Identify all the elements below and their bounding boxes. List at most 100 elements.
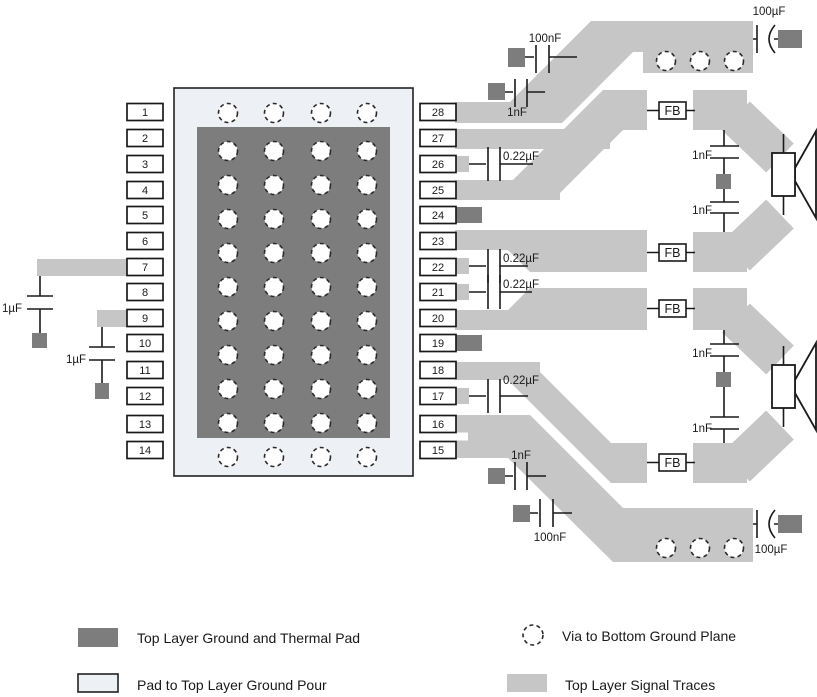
cap-value: 0.22µF (503, 375, 539, 387)
pin-label: 27 (432, 133, 444, 145)
pin-box: 7 (126, 257, 164, 277)
cap-value: 1µF (66, 354, 86, 366)
trace-supply-bottom (455, 415, 753, 562)
pin-rect (419, 414, 457, 434)
legend-item-via-bottom-ground: Via to Bottom Ground Plane (522, 624, 736, 646)
pin-label: 2 (142, 133, 148, 145)
pin-label: 13 (139, 419, 151, 431)
legend-item-pad-ground-pour: Pad to Top Layer Ground Pour (77, 673, 327, 693)
pin-box: 27 (419, 128, 457, 148)
pin-box: 25 (419, 180, 457, 200)
signal-traces (37, 21, 794, 562)
pin-box: 22 (419, 257, 457, 277)
pin-rect (126, 102, 164, 122)
speaker-body (771, 364, 796, 409)
legend-item-ground-thermal-pad: Top Layer Ground and Thermal Pad (78, 628, 360, 647)
legend-swatch-pour (77, 673, 119, 693)
pin-box: 21 (419, 282, 457, 302)
pin-label: 20 (432, 313, 444, 325)
pin-box: 8 (126, 282, 164, 302)
pin-rect (419, 333, 457, 353)
pin-label: 9 (142, 313, 148, 325)
cap-value: 100µF (755, 544, 788, 556)
trace-notch (455, 432, 468, 441)
fb-label: FB (665, 246, 681, 260)
pin-box: 15 (419, 440, 457, 460)
pin-box: 23 (419, 231, 457, 251)
pin-box: 2 (126, 128, 164, 148)
fb-label: FB (665, 302, 681, 316)
ferrite-bead-3: FB (647, 299, 695, 318)
pin-label: 19 (432, 338, 444, 350)
trace-pin9 (97, 310, 128, 327)
speaker-horn (794, 127, 817, 222)
ferrite-bead-4: FB (647, 453, 695, 472)
pin-box: 3 (126, 154, 164, 174)
chip-package (173, 87, 414, 477)
pin-rect (419, 257, 457, 277)
pin-box: 11 (126, 360, 164, 380)
pin-box: 5 (126, 205, 164, 225)
cap-value: 0.22µF (503, 151, 539, 163)
capacitor-1nF-top: 1nF (505, 79, 545, 119)
pin-rect (126, 128, 164, 148)
legend-swatch-ground (78, 628, 118, 647)
legend-item-signal-traces: Top Layer Signal Traces (507, 674, 715, 693)
pin-label: 18 (432, 365, 444, 377)
ground-pad (95, 383, 109, 399)
ground-pad (488, 468, 505, 484)
ground-pad (508, 48, 525, 67)
fb-label: FB (665, 104, 681, 118)
pin-label: 6 (142, 236, 148, 248)
pin-box: 18 (419, 360, 457, 380)
speaker-1 (771, 127, 817, 222)
pin-rect (419, 154, 457, 174)
ground-pads (32, 30, 802, 533)
fb-box (658, 101, 687, 120)
stub-pin26 (456, 156, 469, 172)
pin-label: 7 (142, 262, 148, 274)
pin-rect (126, 180, 164, 200)
snubber-chain-speaker2: 1nF 1nF (692, 330, 739, 443)
stub-pin22 (456, 258, 469, 274)
capacitor-100uF-bottom: 100µF (753, 509, 788, 556)
pin-label: 3 (142, 159, 148, 171)
capacitor-022uF-pin21: 0.22µF (469, 275, 539, 309)
capacitor-1nF-bottom: 1nF (505, 450, 546, 490)
pin-label: 5 (142, 210, 148, 222)
fb-box (658, 243, 687, 262)
pin-label: 15 (432, 445, 444, 457)
legend-label: Top Layer Signal Traces (565, 677, 715, 693)
capacitor-100nF-top: 100nF (525, 33, 577, 73)
pin-box: 12 (126, 386, 164, 406)
trace-pin23 (455, 230, 647, 272)
pin-label: 14 (139, 445, 151, 457)
pins-left: 1 2 3 4 5 6 7 8 9 10 11 12 13 14 (126, 102, 164, 460)
trace-arm-fb3 (722, 303, 794, 375)
pin-label: 25 (432, 185, 444, 197)
pin-label: 8 (142, 287, 148, 299)
pins-right: 28 27 26 25 24 23 22 21 20 19 18 17 16 1… (419, 102, 457, 460)
trace-pin7 (37, 259, 128, 276)
pin-rect (126, 440, 164, 460)
ferrite-bead-2: FB (647, 243, 695, 262)
stub-pin21 (456, 284, 469, 300)
pin-box: 17 (419, 386, 457, 406)
pin-box: 1 (126, 102, 164, 122)
trace-diag-fb1 (513, 90, 647, 200)
trace-arm-fb2 (722, 199, 794, 271)
pin-box: 6 (126, 231, 164, 251)
pin-box: 4 (126, 180, 164, 200)
legend-label: Via to Bottom Ground Plane (562, 628, 736, 644)
pin-rect (126, 282, 164, 302)
legend: Top Layer Ground and Thermal Pad Pad to … (77, 624, 736, 693)
cap-value: 100nF (534, 532, 567, 544)
ferrite-bead-1: FB (647, 101, 695, 120)
fb-box (658, 453, 687, 472)
pin-label: 17 (432, 391, 444, 403)
cap-value: 0.22µF (503, 253, 539, 265)
speaker-body (771, 152, 796, 197)
pin-rect (419, 308, 457, 328)
pin-rect (126, 414, 164, 434)
